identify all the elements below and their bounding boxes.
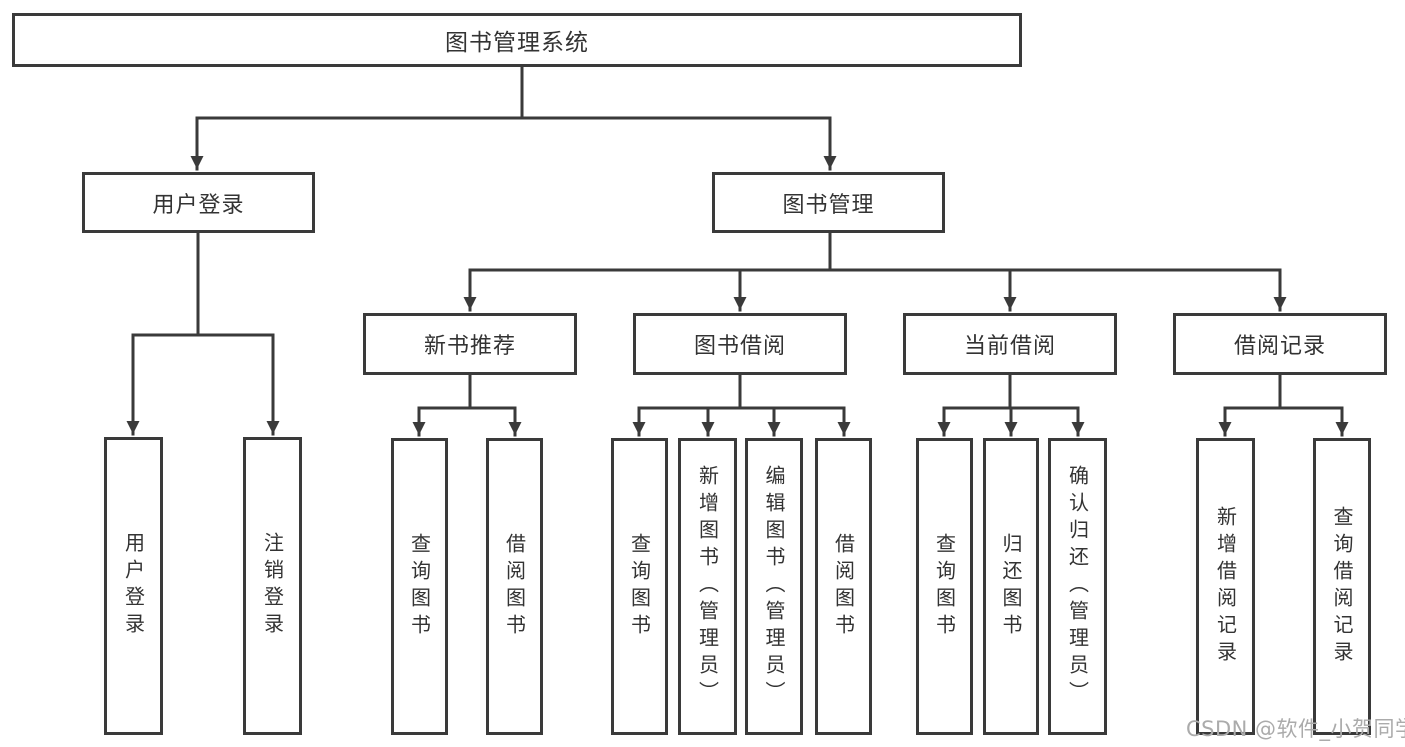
leaf-edit-book-admin-label: 编辑图书（管理员） [762, 465, 786, 708]
leaf-query-books-current-label: 查询图书 [932, 532, 957, 641]
node-borrow-records-label: 借阅记录 [1233, 334, 1326, 359]
leaf-add-borrow-record: 新增借阅记录 [1196, 438, 1255, 735]
node-user-login-label: 用户登录 [152, 192, 245, 218]
leaf-add-borrow-record-label: 新增借阅记录 [1213, 505, 1238, 668]
node-book-management: 图书管理 [712, 172, 945, 233]
leaf-query-borrow-record-label: 查询借阅记录 [1330, 505, 1354, 668]
node-root: 图书管理系统 [12, 13, 1022, 67]
node-book-borrow-label: 图书借阅 [693, 334, 786, 359]
leaf-query-books-recommend-label: 查询图书 [407, 532, 432, 641]
leaf-query-borrow-record: 查询借阅记录 [1313, 438, 1371, 735]
leaf-user-login: 用户登录 [104, 437, 163, 735]
leaf-query-books-borrow-label: 查询图书 [627, 532, 652, 641]
leaf-borrow-books-recommend-label: 借阅图书 [502, 532, 527, 641]
leaf-edit-book-admin: 编辑图书（管理员） [745, 438, 803, 735]
node-book-management-label: 图书管理 [782, 192, 875, 218]
leaf-add-book-admin: 新增图书（管理员） [678, 438, 737, 735]
leaf-borrow-books: 借阅图书 [815, 438, 872, 735]
leaf-confirm-return-admin-label: 确认归还（管理员） [1065, 465, 1090, 708]
leaf-confirm-return-admin: 确认归还（管理员） [1048, 438, 1107, 735]
leaf-borrow-books-recommend: 借阅图书 [486, 438, 543, 735]
node-current-borrow: 当前借阅 [903, 313, 1117, 375]
leaf-query-books-borrow: 查询图书 [611, 438, 668, 735]
node-new-book-recommend: 新书推荐 [363, 313, 577, 375]
leaf-query-books-recommend: 查询图书 [391, 438, 448, 735]
leaf-logout: 注销登录 [243, 437, 302, 735]
csdn-watermark: CSDN @软件_小贺同学 [1186, 717, 1405, 741]
node-user-login: 用户登录 [82, 172, 315, 233]
leaf-logout-label: 注销登录 [260, 532, 285, 640]
leaf-add-book-admin-label: 新增图书（管理员） [695, 465, 720, 708]
node-current-borrow-label: 当前借阅 [963, 334, 1056, 359]
node-book-borrow: 图书借阅 [633, 313, 847, 375]
node-borrow-records: 借阅记录 [1173, 313, 1387, 375]
leaf-query-books-current: 查询图书 [916, 438, 973, 735]
leaf-return-book: 归还图书 [983, 438, 1039, 735]
leaf-borrow-books-label: 借阅图书 [831, 532, 856, 641]
node-root-label: 图书管理系统 [445, 30, 589, 56]
leaf-return-book-label: 归还图书 [999, 532, 1023, 641]
leaf-user-login-label: 用户登录 [121, 532, 146, 640]
node-new-book-recommend-label: 新书推荐 [423, 334, 516, 359]
